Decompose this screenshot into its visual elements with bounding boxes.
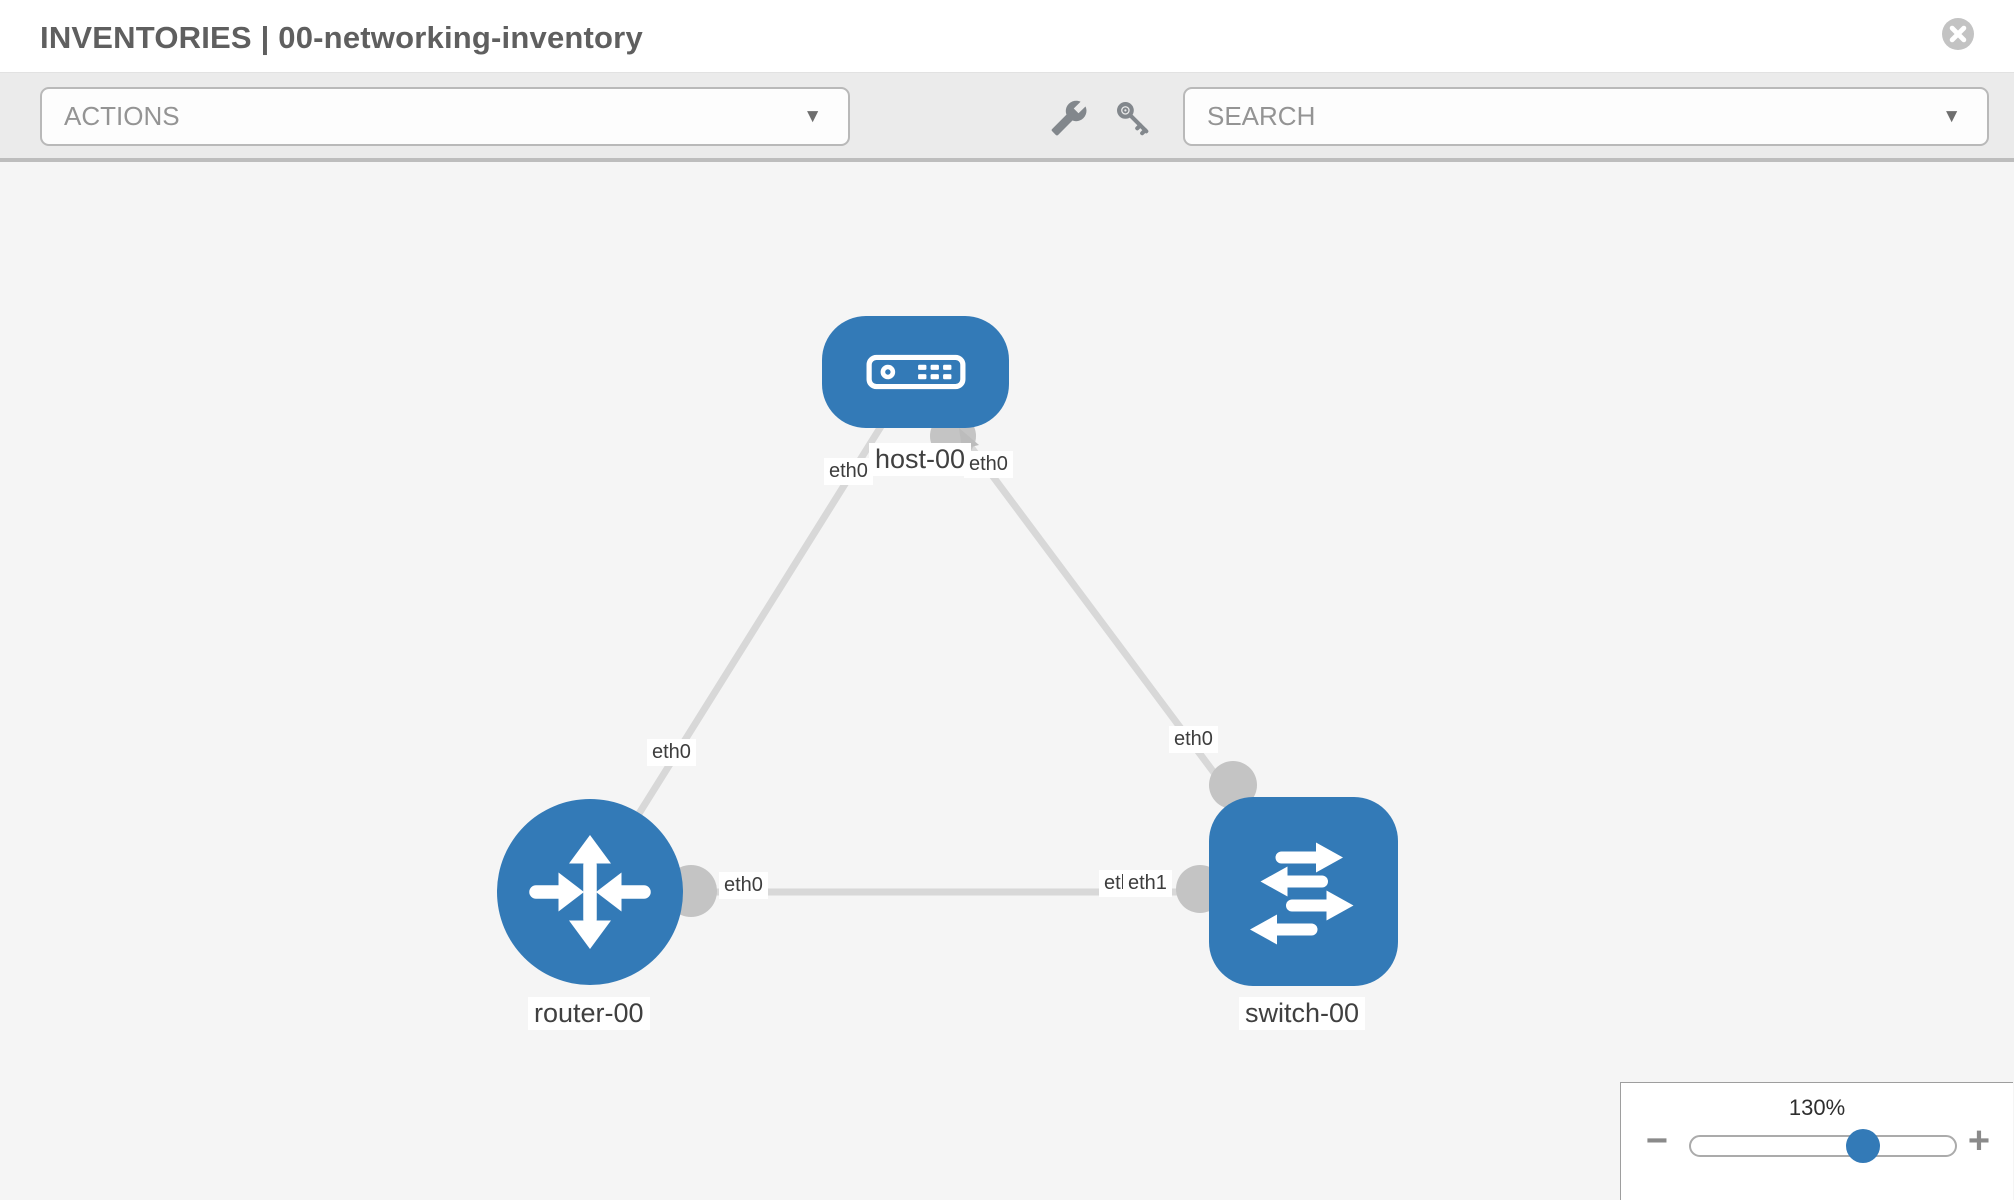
zoom-level-value: 130% (1788, 1095, 1846, 1120)
node-switch-00[interactable] (1209, 797, 1398, 986)
search-input[interactable] (1185, 89, 1987, 144)
toolbar: ACTIONS ▼ ▼ (0, 72, 2014, 162)
node-label-switch-00: switch-00 (1239, 997, 1366, 1031)
zoom-slider-knob[interactable] (1845, 1129, 1880, 1163)
topology-links-layer (587, 369, 1306, 917)
zoom-out-button[interactable]: − (1645, 1120, 1669, 1162)
close-icon (1949, 25, 1967, 43)
port-label-switch-eth0-top: eth0 (1169, 726, 1218, 753)
zoom-control-panel: 130% − + (1620, 1082, 2013, 1200)
configure-tools-button[interactable] (1050, 99, 1088, 137)
node-label-router-00: router-00 (528, 997, 650, 1031)
page-title: INVENTORIES | 00-networking-inventory (40, 20, 643, 55)
search-dropdown[interactable]: ▼ (1183, 87, 1989, 146)
wrench-icon (1051, 100, 1087, 136)
actions-dropdown[interactable]: ACTIONS ▼ (40, 87, 850, 146)
header-bar: INVENTORIES | 00-networking-inventory (0, 0, 2014, 72)
node-host-00[interactable] (822, 316, 1009, 428)
actions-dropdown-label: ACTIONS (64, 101, 180, 131)
host-icon (866, 354, 965, 390)
zoom-slider-track[interactable] (1689, 1129, 1957, 1163)
key-icon (1117, 102, 1149, 136)
router-icon (529, 835, 651, 949)
zoom-in-button[interactable]: + (1967, 1120, 1991, 1162)
port-label-switch-eth1-left: eth1 (1123, 870, 1172, 897)
port-label-router-eth0-top: eth0 (647, 739, 696, 766)
node-router-00[interactable] (497, 799, 683, 985)
close-button[interactable] (1942, 18, 1974, 50)
switch-icon (1249, 842, 1353, 944)
port-label-host-eth0-right: eth0 (964, 451, 1013, 478)
node-label-host-00: host-00 (869, 443, 972, 477)
port-label-host-eth0-left: eth0 (824, 458, 873, 485)
topology-canvas[interactable]: host-00 eth0 eth0 eth0 eth0 eth0 eth0 et… (0, 162, 2014, 1200)
port-label-router-eth0-right: eth0 (719, 872, 768, 899)
credentials-button[interactable] (1114, 99, 1152, 137)
